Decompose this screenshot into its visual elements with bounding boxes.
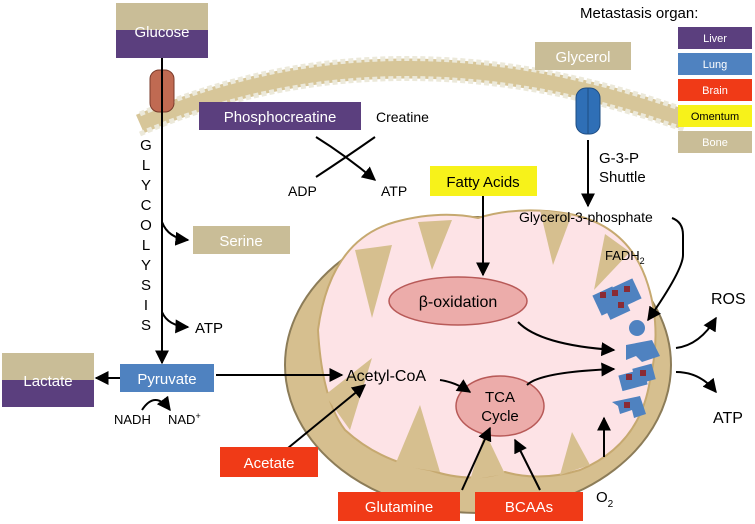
legend-label-lung: Lung [703,59,727,71]
fadh2-subscript: 2 [640,256,645,266]
glycolysis-letter: I [144,297,148,314]
atp-creatine-label: ATP [381,183,407,199]
g3p-shuttle-line2: Shuttle [599,169,646,186]
legend-label-brain: Brain [702,85,728,97]
legend-item-omentum: Omentum [678,105,752,127]
glucose-label: Glucose [134,24,189,41]
glycolysis-letter: O [140,217,152,234]
fadh2-base: FADH [605,248,640,263]
phosphocreatine-box: Phosphocreatine [199,102,361,130]
glutamine-box: Glutamine [338,492,460,521]
legend-item-bone: Bone [678,131,752,153]
bcaas-box: BCAAs [475,492,583,521]
glycolysis-letter: Y [141,257,151,274]
mitochondrion [284,209,672,514]
glycolysis-letter: L [142,157,150,174]
bcaas-label: BCAAs [505,499,553,516]
legend-item-lung: Lung [678,53,752,75]
o2-base: O [596,489,608,506]
acetate-box: Acetate [220,447,318,477]
beta-oxidation-label: β-oxidation [419,294,498,311]
glycolysis-letter: C [141,197,152,214]
glucose-box: Glucose [116,3,208,58]
fadh2-label: FADH2 [605,248,645,266]
serine-box: Serine [193,226,290,254]
fatty-acids-label: Fatty Acids [446,174,519,191]
legend: Metastasis organ: Liver Lung Brain Oment… [580,5,752,153]
glycerol-transporter-icon [575,87,601,135]
pathway-arrows [94,40,717,491]
ros-label: ROS [711,291,746,308]
o2-subscript: 2 [608,499,614,510]
glycolysis-letter: S [141,317,151,334]
acetyl-coa-label: Acetyl-CoA [346,368,426,385]
glycolysis-letter: Y [141,177,151,194]
nadh-label: NADH [114,412,151,427]
adp-label: ADP [288,183,317,199]
lactate-box: Lactate [2,353,94,407]
glycolysis-letter: G [140,137,152,154]
lactate-label: Lactate [23,373,72,390]
phosphocreatine-label: Phosphocreatine [224,109,337,126]
legend-label-liver: Liver [703,33,727,45]
glycerol-box: Glycerol [535,42,631,70]
g3p-shuttle-line1: G-3-P [599,150,639,167]
glycerol-label: Glycerol [555,49,610,66]
nad-label: NAD+ [168,411,201,427]
fatty-acids-box: Fatty Acids [430,166,537,196]
glycolysis-label: G L Y C O L Y S I S [140,137,152,334]
legend-item-liver: Liver [678,27,752,49]
nad-base: NAD [168,412,195,427]
legend-label-omentum: Omentum [691,111,739,123]
o2-label: O2 [596,489,614,510]
pyruvate-box: Pyruvate [120,364,214,392]
legend-title: Metastasis organ: [580,5,698,22]
glutamine-label: Glutamine [365,499,433,516]
legend-item-brain: Brain [678,79,752,101]
acetate-label: Acetate [244,455,295,472]
glycolysis-letter: L [142,237,150,254]
glycolysis-letter: S [141,277,151,294]
creatine-label: Creatine [376,109,429,125]
tca-label-line1: TCA [485,389,515,406]
legend-label-bone: Bone [702,137,728,149]
tca-cycle-oval [455,375,545,437]
tca-label-line2: Cycle [481,408,519,425]
serine-label: Serine [219,233,262,250]
nad-superscript: + [195,411,200,421]
glycerol-3-phosphate-label: Glycerol-3-phosphate [519,209,653,225]
pyruvate-label: Pyruvate [137,371,196,388]
atp-glycolysis-label: ATP [195,320,223,337]
atp-etc-label: ATP [713,410,743,427]
beta-oxidation-oval [388,276,528,326]
electron-transport-chain [592,278,660,418]
